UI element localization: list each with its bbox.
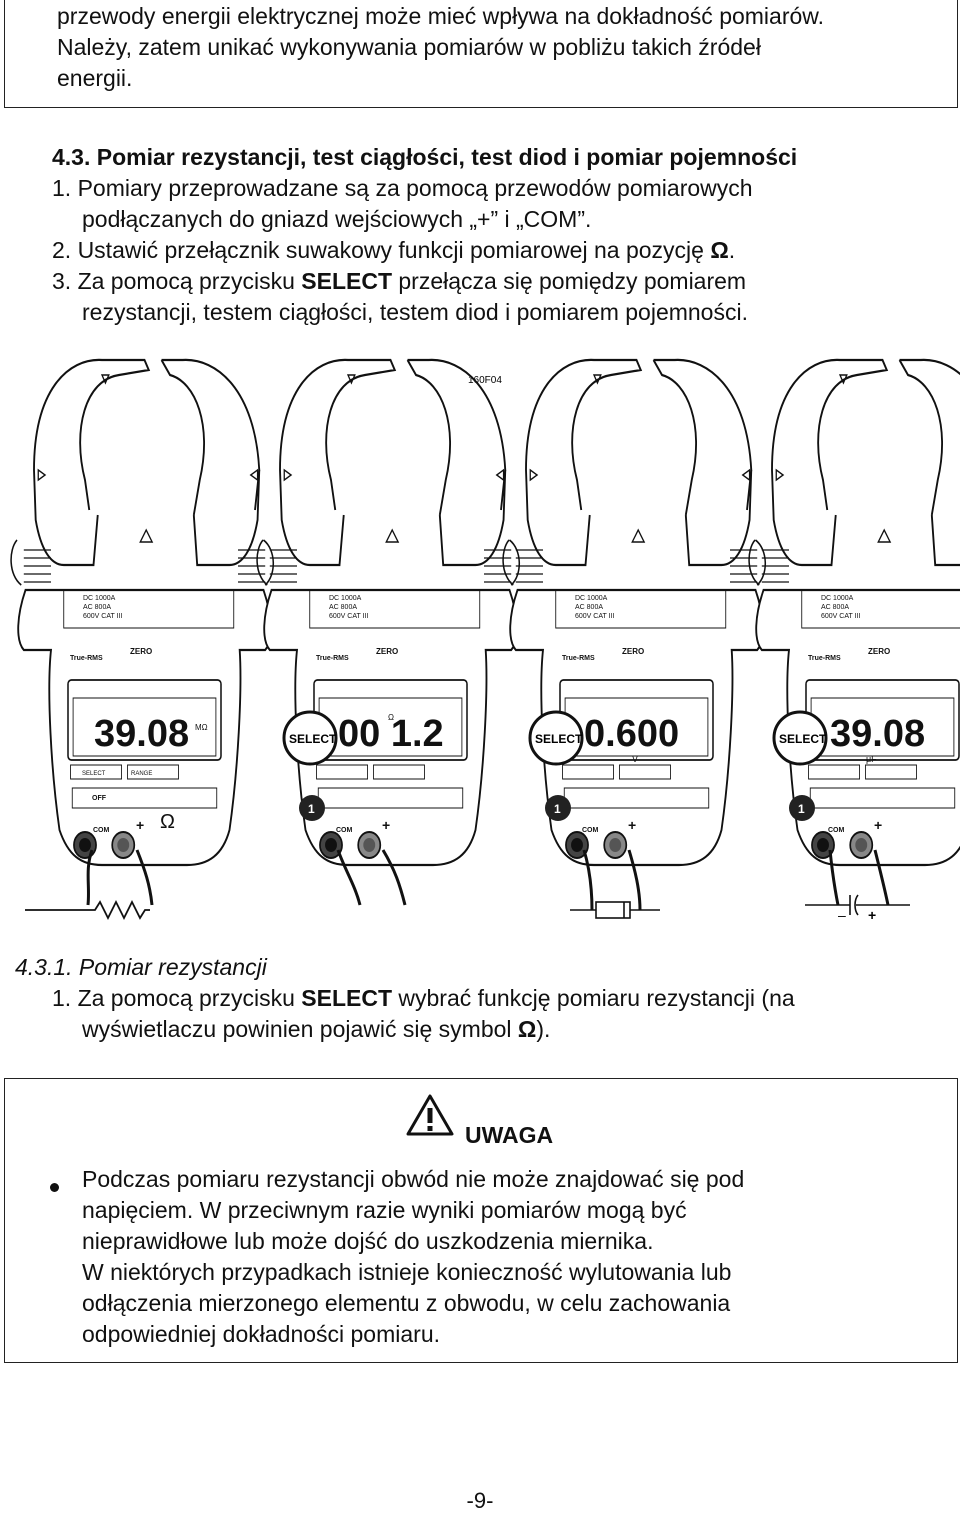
figure-code: 160F04 [468, 375, 502, 386]
sub-omega-symbol: Ω [517, 1016, 537, 1042]
warning-box [4, 1078, 958, 1363]
warning-line-4: W niektórych przypadkach istnieje koniec… [82, 1259, 732, 1285]
lcd-reading-2: 00 1.2 [338, 713, 444, 755]
item-3-line-2: rezystancji, testem ciągłości, testem di… [82, 299, 748, 325]
sub-select-keyword: SELECT [301, 985, 392, 1011]
rating-4b: AC 800A [821, 604, 849, 611]
lcd-unit-4: μF [866, 754, 877, 764]
warning-line-1: Podczas pomiaru rezystancji obwód nie mo… [82, 1166, 745, 1192]
lcd-unit-2: Ω [388, 713, 394, 722]
sub-item-1-line2-end: ). [536, 1016, 551, 1042]
cap-plus: + [868, 907, 876, 923]
sub-item-1-line2-pre: wyświetlaczu powinien pojawić się symbol [82, 1016, 518, 1042]
page-number: -9- [466, 1488, 494, 1513]
lcd-unit-1: MΩ [195, 723, 208, 732]
item-3-post: przełącza się pomiędzy pomiarem [392, 268, 747, 294]
warning-triangle-icon [406, 1094, 454, 1136]
subsection-heading: 4.3.1. Pomiar rezystancji [15, 954, 267, 980]
zero-2: ZERO [376, 647, 398, 656]
section-heading: 4.3. Pomiar rezystancji, test ciągłości,… [52, 144, 798, 170]
plus-4: + [874, 817, 882, 833]
select-btn-1: SELECT [82, 771, 106, 777]
plus-3: + [628, 817, 636, 833]
omega-1: Ω [160, 811, 175, 833]
step-badge-2: 1 [308, 802, 315, 816]
com-3: COM [582, 827, 599, 834]
item-2-end: . [728, 237, 736, 263]
plus-1: + [136, 817, 144, 833]
rating-4: DC 1000A [821, 595, 854, 602]
clamp-meter-3 [501, 358, 767, 867]
warning-line-5: odłączenia mierzonego elementu z obwodu,… [82, 1290, 731, 1316]
off-1: OFF [92, 795, 107, 802]
rating-2c: 600V CAT III [329, 613, 368, 620]
zero-4: ZERO [868, 647, 890, 656]
select-callout-3: SELECT [535, 732, 583, 746]
bullet-icon [50, 1183, 59, 1192]
select-callout-2: SELECT [289, 732, 337, 746]
item-2-text: 2. Ustawić przełącznik suwakowy funkcji … [52, 237, 711, 263]
sub-item-1-pre: 1. Za pomocą przycisku [52, 985, 302, 1011]
rating-1: DC 1000A [83, 595, 116, 602]
continuation-line-1: przewody energii elektrycznej może mieć … [57, 3, 825, 29]
true-rms-3: True-RMS [562, 655, 595, 662]
zero-3: ZERO [622, 647, 644, 656]
warning-line-6: odpowiedniej dokładności pomiaru. [82, 1321, 441, 1347]
true-rms-2: True-RMS [316, 655, 349, 662]
rating-1b: AC 800A [83, 604, 111, 611]
clamp-meter-figure: 160F04 DC 1000A AC 800A 600V CAT III ZER… [9, 358, 960, 923]
clamp-meter-1 [9, 358, 275, 867]
lcd-reading-3: 0.600 [584, 713, 679, 755]
omega-symbol: Ω [710, 237, 729, 263]
sub-item-1-post: wybrać funkcję pomiaru rezystancji (na [392, 985, 795, 1011]
range-btn-1: RANGE [131, 771, 152, 777]
item-2: 2. Ustawić przełącznik suwakowy funkcji … [52, 235, 735, 266]
rating-1c: 600V CAT III [83, 613, 122, 620]
rating-4c: 600V CAT III [821, 613, 860, 620]
zero-1: ZERO [130, 647, 152, 656]
rating-2b: AC 800A [329, 604, 357, 611]
rating-3: DC 1000A [575, 595, 608, 602]
warning-title: UWAGA [465, 1122, 554, 1148]
plus-2: + [382, 817, 390, 833]
item-1-line-1: 1. Pomiary przeprowadzane są za pomocą p… [52, 175, 753, 201]
continuation-line-2: Należy, zatem unikać wykonywania pomiaró… [57, 34, 761, 60]
warning-line-3: nieprawidłowe lub może dojść do uszkodze… [82, 1228, 654, 1254]
lcd-reading-1: 39.08 [94, 713, 189, 755]
rating-3c: 600V CAT III [575, 613, 614, 620]
rating-2: DC 1000A [329, 595, 362, 602]
true-rms-1: True-RMS [70, 655, 103, 662]
lcd-reading-4: 39.08 [830, 713, 925, 755]
sub-item-1-line-2: wyświetlaczu powinien pojawić się symbol… [82, 1014, 550, 1045]
cap-minus: – [838, 907, 846, 923]
item-3-line-1: 3. Za pomocą przycisku SELECT przełącza … [52, 266, 746, 297]
item-1-line-2: podłączanych do gniazd wejściowych „+” i… [82, 206, 592, 232]
warning-line-2: napięciem. W przeciwnym razie wyniki pom… [82, 1197, 687, 1223]
rating-3b: AC 800A [575, 604, 603, 611]
true-rms-4: True-RMS [808, 655, 841, 662]
select-callout-4: SELECT [779, 732, 827, 746]
continuation-line-3: energii. [57, 65, 133, 91]
select-keyword: SELECT [301, 268, 392, 294]
step-badge-4: 1 [798, 802, 805, 816]
step-badge-3: 1 [554, 802, 561, 816]
lcd-unit-3: V [632, 754, 638, 764]
continuation-box: przewody energii elektrycznej może mieć … [4, 0, 958, 108]
clamp-meter-2 [255, 358, 521, 867]
com-2: COM [336, 827, 353, 834]
com-1: COM [93, 827, 110, 834]
item-3-pre: 3. Za pomocą przycisku [52, 268, 302, 294]
sub-item-1-line-1: 1. Za pomocą przycisku SELECT wybrać fun… [52, 983, 795, 1014]
com-4: COM [828, 827, 845, 834]
